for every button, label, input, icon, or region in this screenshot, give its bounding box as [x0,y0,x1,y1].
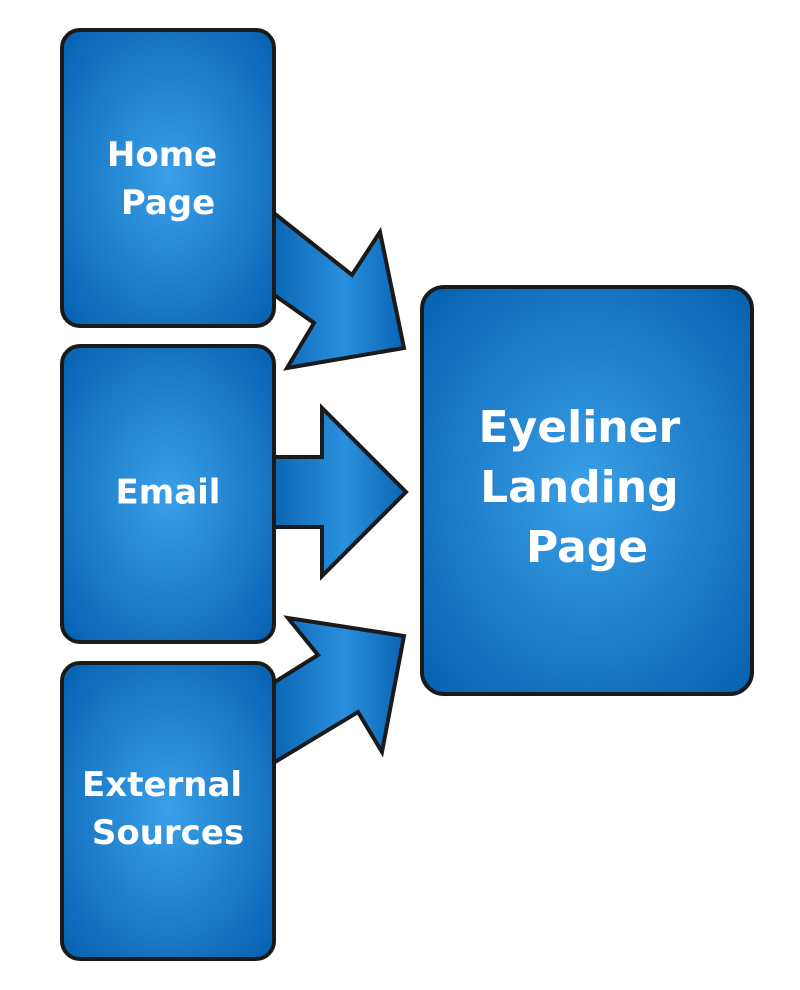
svg-text:External Sources: External Sources [82,765,254,853]
node-email: Email [60,344,276,644]
node-email-box [60,344,276,644]
node-eyeliner-landing-page-box [420,285,754,696]
arrow-external-to-landing [268,615,407,769]
svg-text:Home Page: Home Page [107,135,229,223]
node-external-sources: External Sources [60,661,276,961]
node-external-sources-label-line1: External [82,765,242,805]
node-landing-label-line2: Landing [480,462,678,513]
node-home-page-box [60,28,276,328]
node-home-page-label-line2: Page [121,183,215,223]
node-email-label: Email [116,473,221,513]
arrow-email-to-landing [268,403,409,581]
node-external-sources-box [60,661,276,961]
node-landing-label-line3: Page [526,522,648,573]
arrow-home-to-landing [268,205,407,371]
svg-text:Eyeliner Landing P: Eyeliner Landing Page [479,402,696,573]
node-eyeliner-landing-page: Eyeliner Landing Page [420,285,754,696]
node-external-sources-label-line2: Sources [92,813,244,853]
node-home-page-label-line1: Home [107,135,217,175]
node-landing-label-line1: Eyeliner [479,402,681,453]
node-home-page: Home Page [60,28,276,328]
